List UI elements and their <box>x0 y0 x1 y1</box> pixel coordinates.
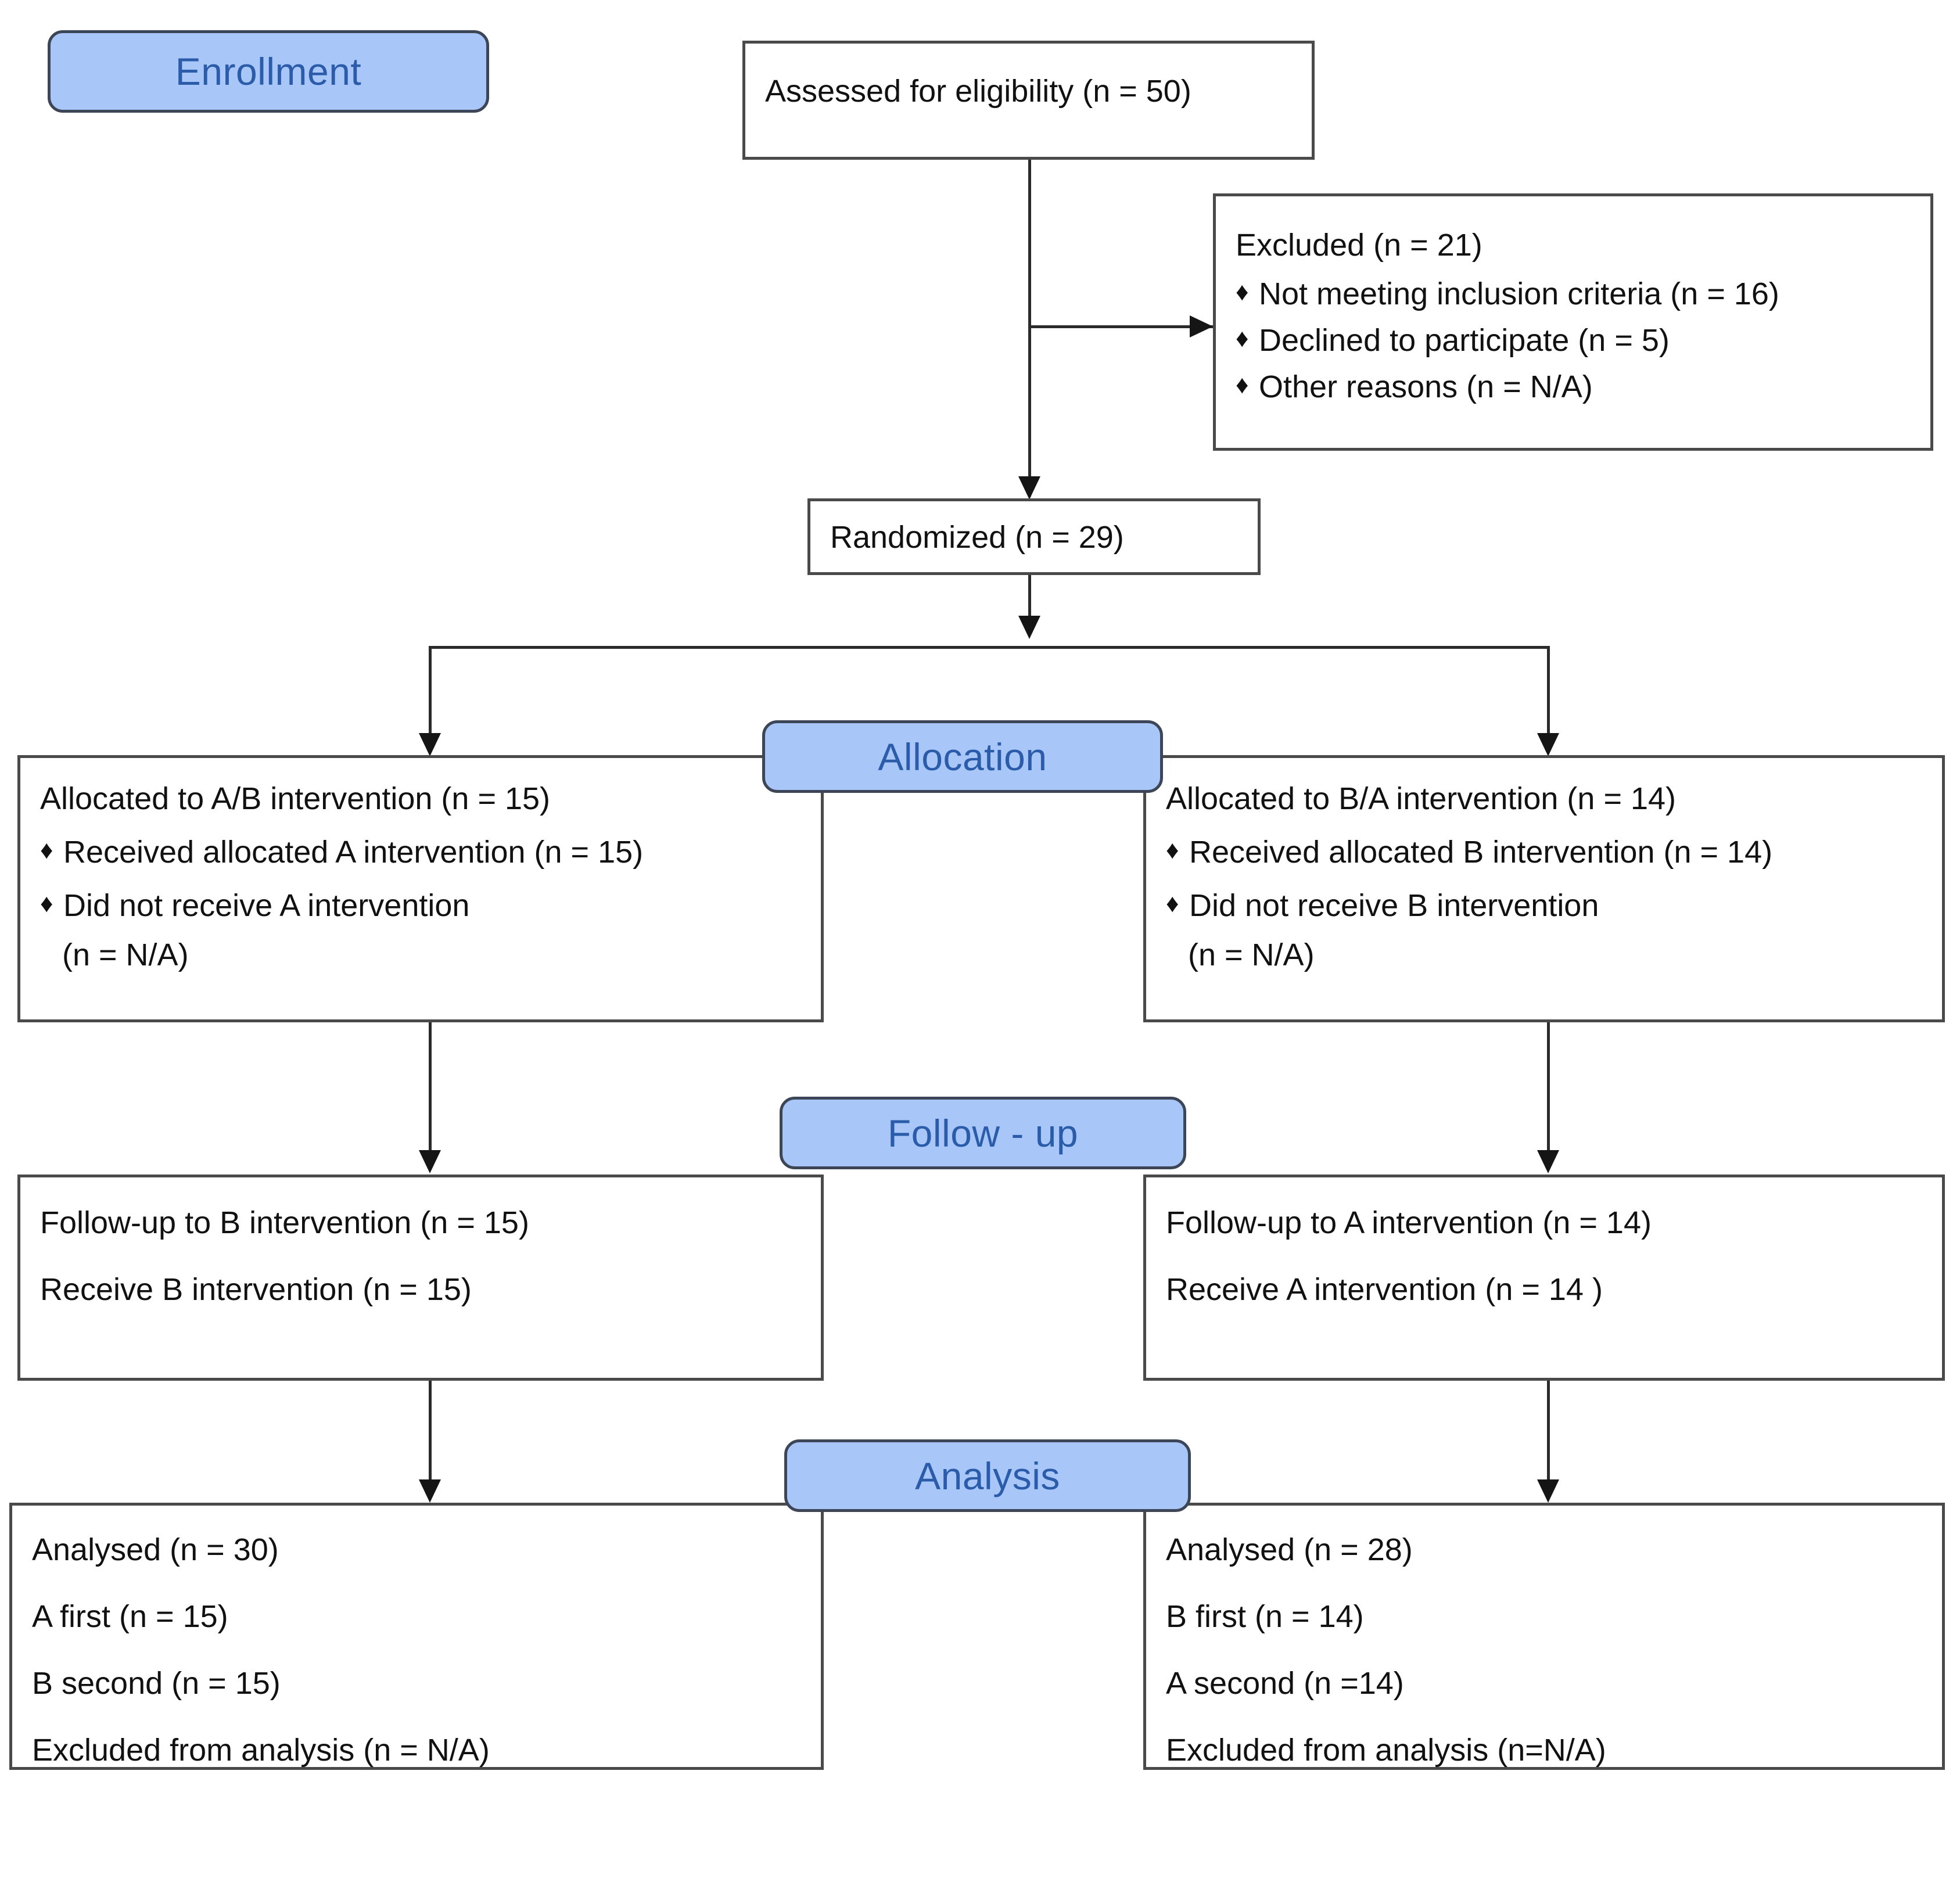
allocation-left-item-text: Did not receive A intervention <box>63 888 470 924</box>
box-analysis-left: Analysed (n = 30) A first (n = 15) B sec… <box>9 1503 824 1770</box>
allocation-right-title: Allocated to B/A intervention (n = 14) <box>1166 781 1677 816</box>
allocation-left-item: ♦ Did not receive A intervention <box>40 885 801 926</box>
diamond-bullet-icon: ♦ <box>40 836 53 865</box>
allocation-left-title: Allocated to A/B intervention (n = 15) <box>40 781 551 816</box>
followup-left-line1: Follow-up to B intervention (n = 15) <box>40 1205 529 1240</box>
excluded-reason-item: ♦ Not meeting inclusion criteria (n = 16… <box>1236 274 1911 314</box>
arrow-left-followup <box>419 1150 441 1173</box>
connector-split-left-down <box>429 646 432 736</box>
box-assessed-for-eligibility: Assessed for eligibility (n = 50) <box>742 41 1315 160</box>
allocation-right-item: ♦ Did not receive B intervention <box>1166 885 1922 926</box>
allocation-right-continuation: (n = N/A) <box>1188 938 1315 973</box>
allocation-right-item-text: Did not receive B intervention <box>1189 888 1599 924</box>
allocation-right-item: ♦ Received allocated B intervention (n =… <box>1166 832 1922 872</box>
box-followup-left: Follow-up to B intervention (n = 15) Rec… <box>17 1175 824 1381</box>
analysis-left-line1: Analysed (n = 30) <box>32 1532 279 1567</box>
followup-right-line2: Receive A intervention (n = 14 ) <box>1166 1272 1603 1308</box>
box-followup-right: Follow-up to A intervention (n = 14) Rec… <box>1143 1175 1945 1381</box>
analysis-right-line4: Excluded from analysis (n=N/A) <box>1166 1733 1606 1768</box>
arrow-left-analysis <box>419 1479 441 1503</box>
box-analysis-right: Analysed (n = 28) B first (n = 14) A sec… <box>1143 1503 1945 1770</box>
connector-right-alloc-to-followup <box>1547 1022 1550 1153</box>
banner-followup: Follow - up <box>780 1097 1186 1169</box>
assessed-text: Assessed for eligibility (n = 50) <box>765 74 1191 109</box>
followup-left-line2: Receive B intervention (n = 15) <box>40 1272 472 1308</box>
diamond-bullet-icon: ♦ <box>40 889 53 918</box>
banner-allocation: Allocation <box>762 720 1163 793</box>
analysis-left-line2: A first (n = 15) <box>32 1599 228 1635</box>
connector-split-horizontal <box>429 646 1550 649</box>
allocation-left-continuation: (n = N/A) <box>62 938 189 973</box>
analysis-right-line2: B first (n = 14) <box>1166 1599 1364 1635</box>
arrow-split-point <box>1018 616 1040 639</box>
allocation-left-item: ♦ Received allocated A intervention (n =… <box>40 832 801 872</box>
analysis-right-line1: Analysed (n = 28) <box>1166 1532 1413 1567</box>
connector-randomized-down <box>1028 575 1031 619</box>
diamond-bullet-icon: ♦ <box>1166 836 1179 865</box>
excluded-reason-text: Other reasons (n = N/A) <box>1259 369 1593 405</box>
banner-allocation-label: Allocation <box>878 735 1047 778</box>
box-allocation-left: Allocated to A/B intervention (n = 15) ♦… <box>17 755 824 1022</box>
connector-assessed-down <box>1028 160 1031 497</box>
diamond-bullet-icon: ♦ <box>1236 371 1249 400</box>
arrow-to-randomized <box>1018 476 1040 500</box>
followup-right-line1: Follow-up to A intervention (n = 14) <box>1166 1205 1652 1240</box>
arrow-to-left-allocation <box>419 733 441 756</box>
excluded-reason-item: ♦ Declined to participate (n = 5) <box>1236 320 1911 361</box>
connector-left-followup-to-analysis <box>429 1381 432 1482</box>
allocation-left-item-text: Received allocated A intervention (n = 1… <box>63 835 644 870</box>
analysis-left-line3: B second (n = 15) <box>32 1666 281 1701</box>
box-excluded: Excluded (n = 21) ♦ Not meeting inclusio… <box>1213 193 1933 451</box>
diamond-bullet-icon: ♦ <box>1236 324 1249 353</box>
banner-enrollment-label: Enrollment <box>175 50 362 93</box>
arrow-right-followup <box>1537 1150 1559 1173</box>
banner-followup-label: Follow - up <box>887 1111 1079 1155</box>
analysis-right-line3: A second (n =14) <box>1166 1666 1404 1701</box>
connector-split-right-down <box>1547 646 1550 736</box>
banner-enrollment: Enrollment <box>48 30 489 113</box>
diamond-bullet-icon: ♦ <box>1236 278 1249 307</box>
arrow-to-excluded <box>1190 315 1213 337</box>
banner-analysis-label: Analysis <box>915 1454 1060 1497</box>
diamond-bullet-icon: ♦ <box>1166 889 1179 918</box>
connector-to-excluded <box>1028 325 1214 328</box>
analysis-left-line4: Excluded from analysis (n = N/A) <box>32 1733 490 1768</box>
connector-right-followup-to-analysis <box>1547 1381 1550 1482</box>
connector-left-alloc-to-followup <box>429 1022 432 1153</box>
excluded-reason-item: ♦ Other reasons (n = N/A) <box>1236 367 1911 407</box>
randomized-text: Randomized (n = 29) <box>830 520 1124 555</box>
excluded-reason-text: Not meeting inclusion criteria (n = 16) <box>1259 276 1779 312</box>
excluded-reason-text: Declined to participate (n = 5) <box>1259 323 1670 358</box>
arrow-to-right-allocation <box>1537 733 1559 756</box>
allocation-right-item-text: Received allocated B intervention (n = 1… <box>1189 835 1773 870</box>
box-randomized: Randomized (n = 29) <box>807 498 1261 575</box>
excluded-title: Excluded (n = 21) <box>1236 228 1482 263</box>
box-allocation-right: Allocated to B/A intervention (n = 14) ♦… <box>1143 755 1945 1022</box>
banner-analysis: Analysis <box>784 1439 1191 1512</box>
arrow-right-analysis <box>1537 1479 1559 1503</box>
